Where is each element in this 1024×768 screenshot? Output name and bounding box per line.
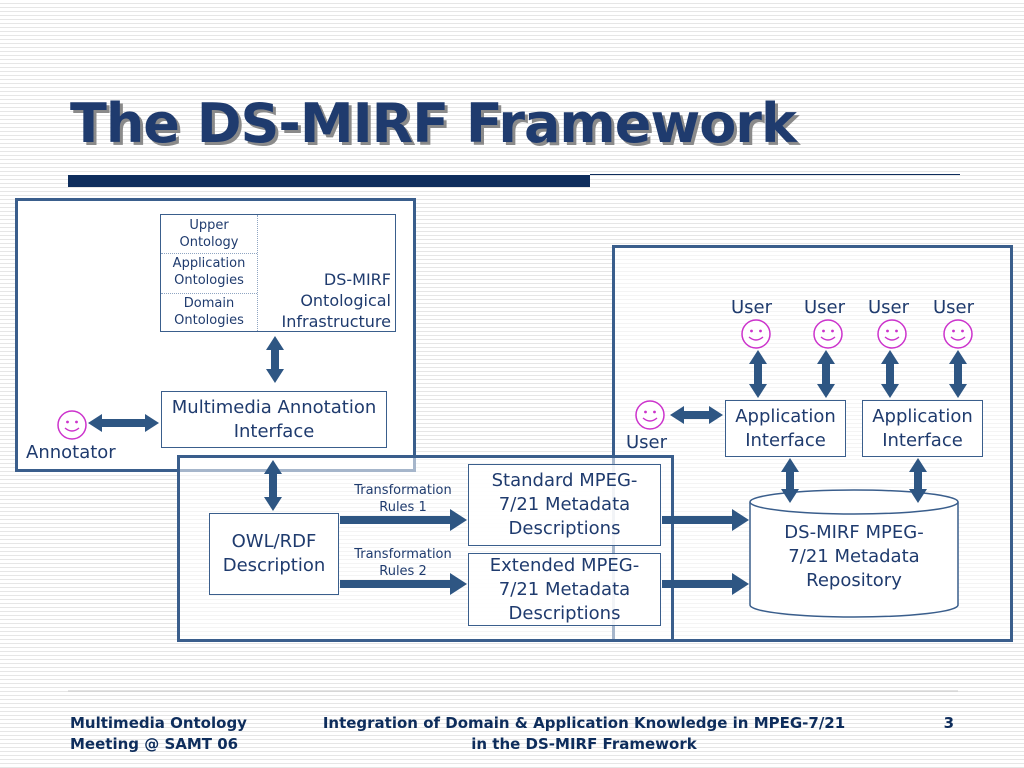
footer-center-line1: Integration of Domain & Application Know… xyxy=(322,714,846,732)
side-user-smiley-icon xyxy=(635,400,665,430)
extended-metadata-descriptions-box: Extended MPEG-7/21 Metadata Descriptions xyxy=(468,553,661,626)
user-label-4: User xyxy=(933,297,975,318)
application-ontologies-label: Application Ontologies xyxy=(172,256,246,288)
footer-center-line2: in the DS-MIRF Framework xyxy=(471,735,697,753)
footer-left-line1: Multimedia Ontology xyxy=(70,714,247,732)
arrow-user2-app1 xyxy=(817,350,835,398)
arrow-user3-app2 xyxy=(881,350,899,398)
arrow-user4-app2 xyxy=(949,350,967,398)
user-label-1: User xyxy=(731,297,773,318)
user-smiley-icon-2 xyxy=(813,319,843,349)
upper-ontology-label: Upper Ontology xyxy=(179,218,239,250)
transformation-rules-1-label: Transformation Rules 1 xyxy=(354,483,452,515)
annotator-smiley-icon xyxy=(57,410,87,440)
arrow-standard-repository xyxy=(662,509,749,531)
application-interface-box-1: Application Interface xyxy=(725,400,846,457)
standard-metadata-descriptions-box: Standard MPEG-7/21 Metadata Descriptions xyxy=(468,464,661,546)
slide-title: The DS-MIRF Framework xyxy=(70,92,797,155)
footer-left-line2: Meeting @ SAMT 06 xyxy=(70,735,239,753)
annotation-interface-box: Multimedia Annotation Interface xyxy=(161,391,387,448)
metadata-repository-cylinder xyxy=(749,489,959,618)
application-interface-box-2: Application Interface xyxy=(862,400,983,457)
footer-left: Multimedia Ontology Meeting @ SAMT 06 xyxy=(70,713,290,755)
user-smiley-icon-3 xyxy=(877,319,907,349)
arrow-app1-repository xyxy=(781,458,799,503)
arrow-annotator-interface xyxy=(88,414,159,432)
arrow-transformation-2 xyxy=(340,573,467,595)
side-user-label: User xyxy=(626,432,668,453)
domain-ontologies-label: Domain Ontologies xyxy=(174,296,244,328)
user-label-2: User xyxy=(804,297,846,318)
arrow-app2-repository xyxy=(909,458,927,503)
ontology-infrastructure-box: Upper Ontology Application Ontologies Do… xyxy=(160,214,396,332)
arrow-ontology-annotation xyxy=(266,336,284,383)
arrow-user-app-interface xyxy=(670,406,723,424)
footer-center: Integration of Domain & Application Know… xyxy=(300,713,868,755)
user-smiley-icon-4 xyxy=(943,319,973,349)
annotator-label: Annotator xyxy=(26,442,116,463)
user-smiley-icon-1 xyxy=(741,319,771,349)
transformation-rules-2-label: Transformation Rules 2 xyxy=(354,547,452,579)
arrow-annotation-owl xyxy=(264,460,282,511)
arrow-transformation-1 xyxy=(340,509,467,531)
arrow-extended-repository xyxy=(662,573,749,595)
metadata-repository-label: DS-MIRF MPEG-7/21 Metadata Repository xyxy=(784,522,924,591)
title-underline-bar xyxy=(68,175,590,187)
title-underline-thin xyxy=(590,174,960,175)
user-label-3: User xyxy=(868,297,910,318)
page-number: 3 xyxy=(943,714,954,732)
ontological-infrastructure-label: DS-MIRF Ontological Infrastructure xyxy=(281,270,391,331)
arrow-user1-app1 xyxy=(749,350,767,398)
owl-rdf-description-box: OWL/RDF Description xyxy=(209,513,339,595)
